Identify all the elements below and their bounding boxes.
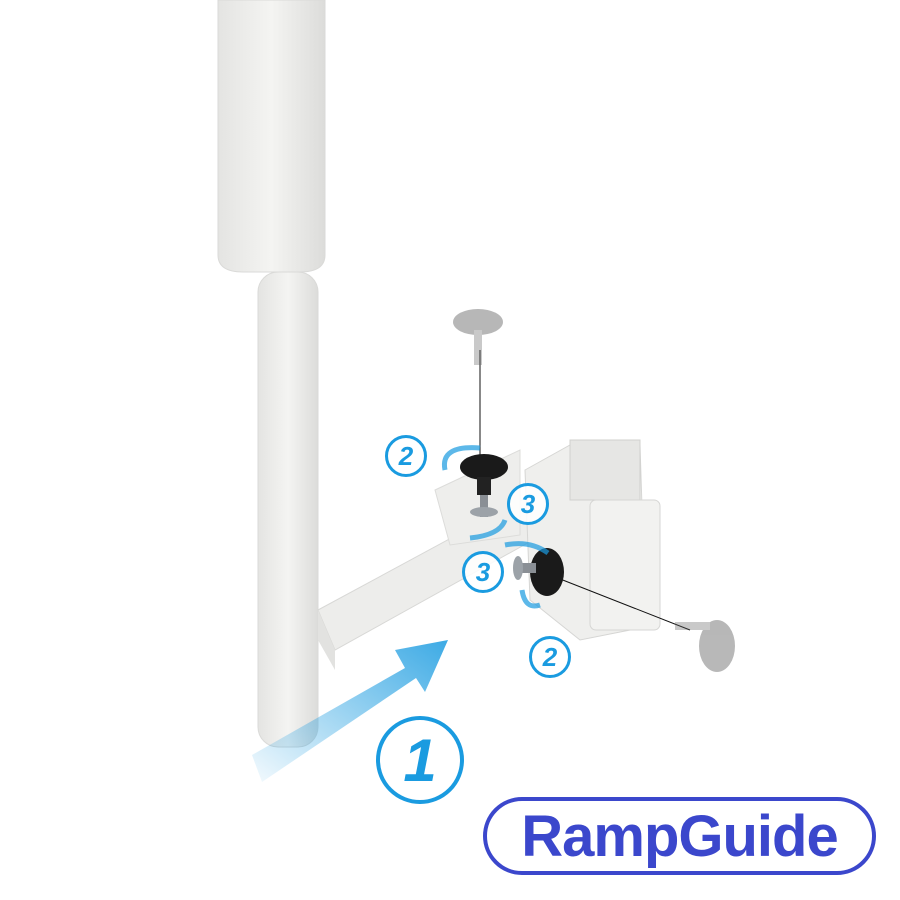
step-3-side-badge: 3 bbox=[462, 551, 504, 593]
ramp-guide-logo: RampGuide bbox=[483, 797, 876, 875]
step-2-top-badge: 2 bbox=[385, 435, 427, 477]
lower-pole bbox=[257, 271, 319, 748]
push-direction-arrow-icon bbox=[252, 640, 448, 782]
step-2-bottom-badge: 2 bbox=[529, 636, 571, 678]
ghost-knob-side-icon bbox=[675, 620, 735, 672]
rotation-arrows-icon bbox=[441, 445, 550, 609]
ghost-knob-top-icon bbox=[453, 309, 503, 365]
upper-pole bbox=[217, 0, 326, 273]
knob-top-icon bbox=[460, 454, 508, 517]
knob-side-icon bbox=[513, 548, 564, 596]
step-3-top-badge: 3 bbox=[507, 483, 549, 525]
step-1-badge: 1 bbox=[376, 716, 464, 804]
